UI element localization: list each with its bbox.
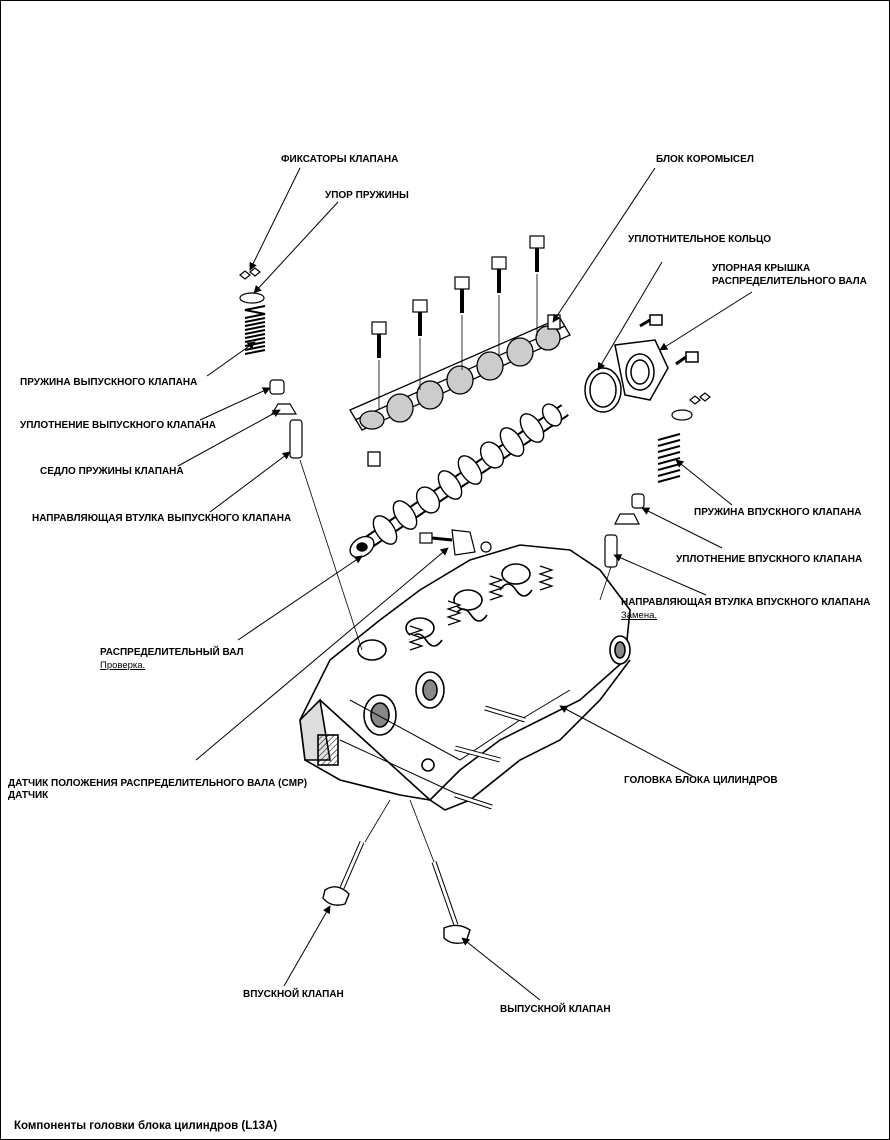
label-intake-valve-guide: НАПРАВЛЯЮЩАЯ ВТУЛКА ВПУСКНОГО КЛАПАНА (621, 597, 871, 608)
label-valve-spring-seat: СЕДЛО ПРУЖИНЫ КЛАПАНА (40, 466, 184, 477)
cmp-sensor-part (419, 529, 492, 556)
exhaust-valve-components (239, 267, 363, 651)
leader-lines (177, 167, 753, 1001)
label-valve-keepers: ФИКСАТОРЫ КЛАПАНА (281, 154, 399, 165)
label-o-ring: УПЛОТНИТЕЛЬНОЕ КОЛЬЦО (628, 234, 772, 245)
camshaft-part (349, 403, 569, 559)
label-cmp-sensor-line1: ДАТЧИК ПОЛОЖЕНИЯ РАСПРЕДЕЛИТЕЛЬНОГО ВАЛА… (8, 778, 308, 789)
label-camshaft: РАСПРЕДЕЛИТЕЛЬНЫЙ ВАЛ (100, 647, 244, 658)
label-camshaft-cover-line1: УПОРНАЯ КРЫШКА (712, 263, 811, 274)
rocker-arm-assembly-part (349, 314, 571, 467)
label-camshaft-cover-line2: РАСПРЕДЕЛИТЕЛЬНОГО ВАЛА (712, 276, 867, 287)
valves-bottom (322, 799, 471, 945)
label-exhaust-valve: ВЫПУСКНОЙ КЛАПАН (500, 1004, 611, 1015)
label-exhaust-valve-guide: НАПРАВЛЯЮЩАЯ ВТУЛКА ВЫПУСКНОГО КЛАПАНА (32, 513, 292, 524)
label-rocker-assembly: БЛОК КОРОМЫСЕЛ (656, 154, 754, 165)
thrust-cover-and-oring (584, 314, 699, 413)
label-cmp-sensor-line2: ДАТЧИК (8, 790, 49, 801)
link-intake-valve-guide-replace[interactable]: Замена. (621, 610, 658, 621)
label-spring-retainer: УПОР ПРУЖИНЫ (325, 190, 409, 201)
intake-valve-components (599, 392, 711, 601)
link-camshaft-inspect[interactable]: Проверка. (100, 660, 146, 671)
label-exhaust-valve-spring: ПРУЖИНА ВЫПУСКНОГО КЛАПАНА (20, 377, 198, 388)
label-exhaust-valve-seal: УПЛОТНЕНИЕ ВЫПУСКНОГО КЛАПАНА (20, 420, 216, 431)
label-intake-valve-spring: ПРУЖИНА ВПУСКНОГО КЛАПАНА (694, 507, 862, 518)
label-cylinder-head: ГОЛОВКА БЛОКА ЦИЛИНДРОВ (624, 775, 778, 786)
label-intake-valve-seal: УПЛОТНЕНИЕ ВПУСКНОГО КЛАПАНА (676, 554, 863, 565)
label-intake-valve: ВПУСКНОЙ КЛАПАН (243, 989, 344, 1000)
figure-caption: Компоненты головки блока цилиндров (L13A… (14, 1120, 278, 1132)
installed-springs (408, 565, 554, 651)
cylinder-head-part (299, 544, 631, 811)
rocker-bolts (371, 235, 545, 410)
